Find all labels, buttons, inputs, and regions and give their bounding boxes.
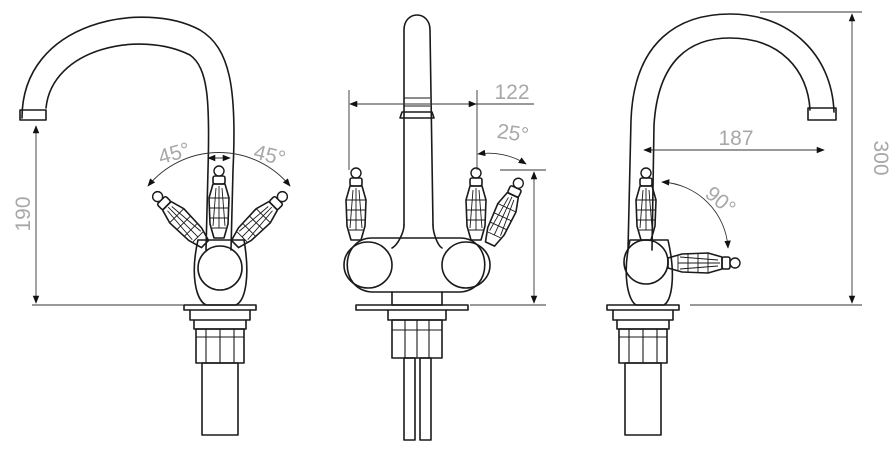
center-angle-label: 25° — [496, 120, 531, 147]
right-spout-nozzle — [807, 107, 837, 121]
right-view: 187 90° 300 — [606, 11, 892, 436]
right-angle-arc — [661, 179, 731, 249]
center-spout — [403, 14, 434, 226]
center-lever-right — [465, 167, 487, 241]
left-cartridge — [197, 245, 243, 291]
left-spout-nozzle — [19, 109, 47, 121]
center-spacing-label: 122 — [494, 81, 529, 104]
center-spout-ring — [404, 97, 430, 107]
right-reach-label: 187 — [718, 127, 753, 150]
center-cartridge-left — [343, 241, 393, 289]
center-angle-arc — [477, 149, 527, 165]
center-cartridge-right — [441, 241, 491, 289]
center-nut-top — [387, 309, 447, 321]
center-lever-left — [345, 167, 367, 241]
left-view: 190 45° 45° — [12, 16, 294, 436]
left-base — [183, 304, 257, 436]
center-deck-plate — [355, 304, 469, 311]
left-lever-left — [146, 185, 213, 252]
right-height-label: 300 — [869, 140, 892, 175]
center-view: 122 25° — [343, 14, 546, 441]
center-nut — [391, 319, 443, 359]
left-spout-inner — [45, 43, 210, 251]
center-spout-joint — [391, 224, 443, 249]
center-shank-right — [419, 357, 432, 441]
left-height-label: 190 — [12, 196, 35, 231]
left-angle-arc — [147, 152, 291, 187]
center-aerator — [399, 111, 435, 119]
center-body — [346, 237, 486, 293]
center-shank-left — [403, 357, 416, 441]
center-neck — [391, 291, 443, 306]
center-nut-grooves — [392, 320, 442, 358]
left-angle-2-label: 45° — [251, 141, 287, 171]
left-lever-right — [227, 185, 294, 252]
left-spout-outer — [21, 16, 235, 251]
center-lever-right-rotated — [480, 173, 531, 250]
right-spout-inner — [651, 37, 811, 251]
right-cartridge — [623, 239, 669, 285]
left-angle-1-label: 45° — [156, 138, 193, 169]
right-spout-outer — [627, 13, 835, 251]
right-lever-horizontal — [667, 252, 741, 274]
right-angle-label: 90° — [701, 182, 740, 220]
left-lever-center — [208, 165, 230, 239]
right-base — [606, 304, 680, 436]
left-body — [193, 239, 248, 306]
